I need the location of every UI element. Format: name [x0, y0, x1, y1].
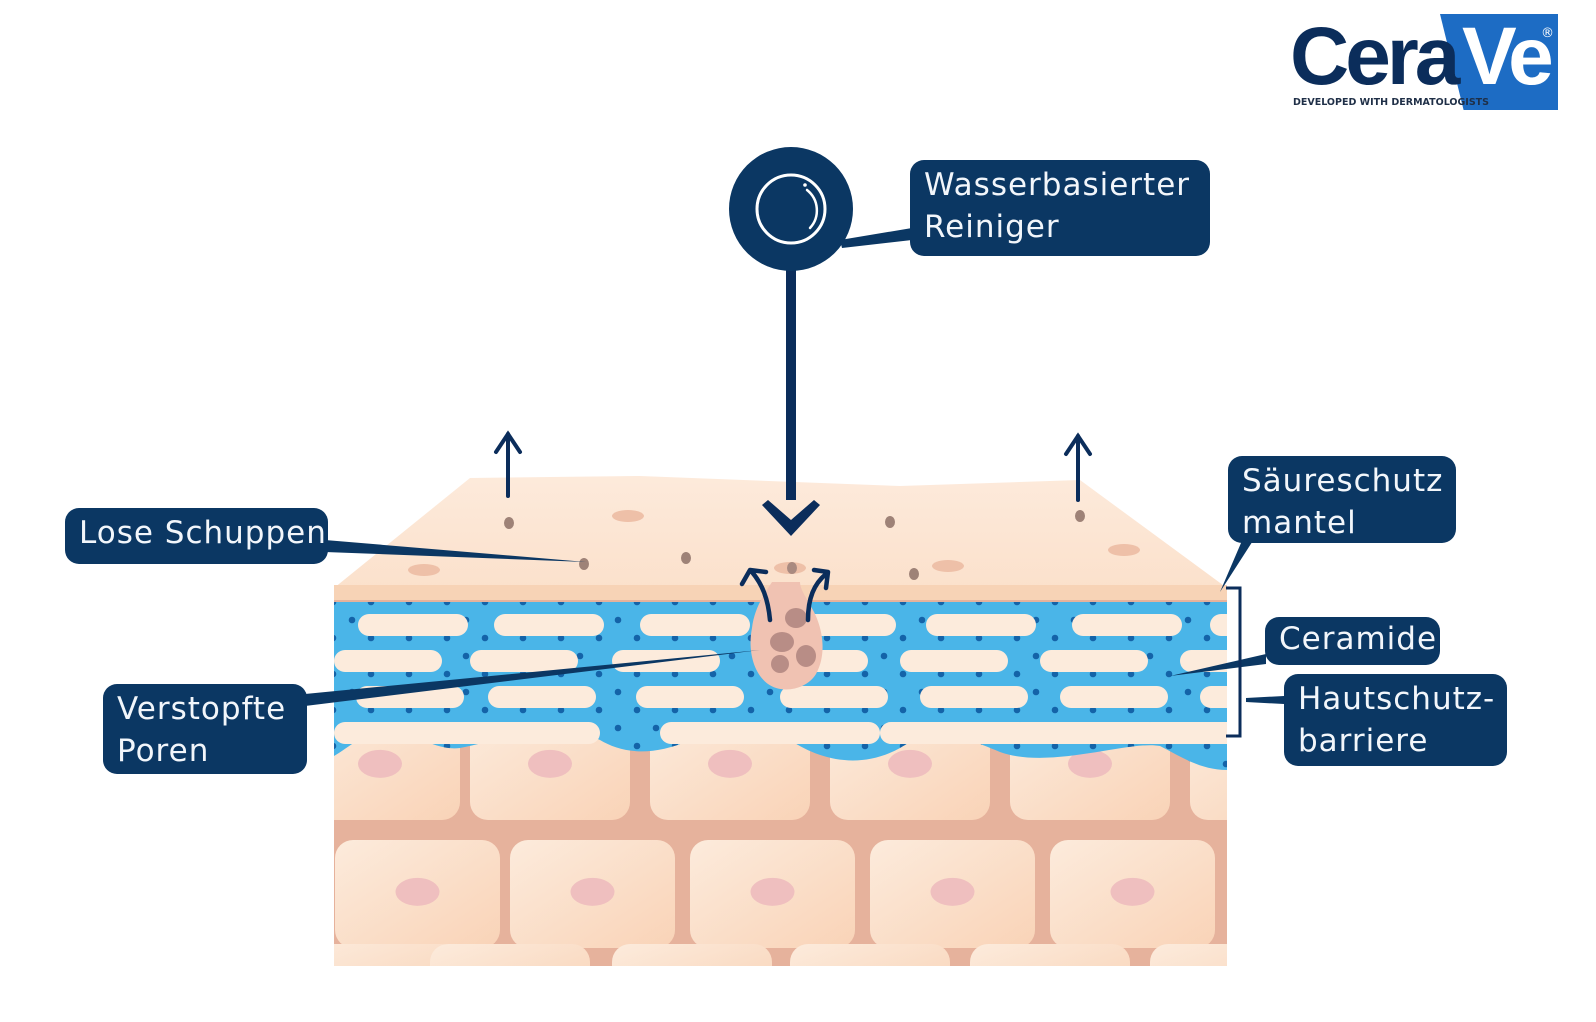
cell-nucleus: [528, 749, 572, 778]
label-clogged-pores: Verstopfte Poren: [103, 684, 307, 774]
label-skin-barrier: Hautschutz- barriere: [1284, 674, 1507, 766]
cell-nucleus: [888, 749, 932, 778]
skin-flake: [579, 558, 589, 570]
logo-tagline: DEVELOPED WITH DERMATOLOGISTS: [1293, 97, 1490, 108]
lipid-bar: [488, 686, 596, 708]
cell-nucleus: [395, 877, 440, 906]
lipid-bar: [450, 722, 600, 744]
lipid-bar: [494, 614, 604, 636]
pore-release-arrows: [739, 567, 831, 623]
skin-cell: [790, 944, 950, 966]
logo-text-cera: Cera: [1290, 11, 1460, 102]
lipid-bar: [470, 650, 578, 672]
surface-pore: [1108, 544, 1140, 556]
lipid-bar: [920, 686, 1028, 708]
label-cleanser-line1: Wasserbasierter: [924, 167, 1191, 203]
cell-nucleus: [1291, 878, 1335, 906]
lipid-bar: [926, 614, 1036, 636]
lipid-bar: [1010, 722, 1160, 744]
label-clogged-pores-line1: Verstopfte: [117, 691, 287, 727]
lipid-bar: [1140, 722, 1227, 744]
cell-nucleus: [708, 749, 752, 778]
label-loose-flakes-text: Lose Schuppen: [79, 515, 327, 551]
cell-nucleus: [750, 877, 795, 906]
label-acid-mantle-line1: Säureschutz: [1242, 463, 1444, 499]
label-skin-barrier-line2: barriere: [1298, 723, 1429, 759]
lipid-bar: [880, 722, 1030, 744]
lipid-bar: [1210, 614, 1227, 636]
logo-text-ve: Ve: [1462, 11, 1554, 102]
lipid-bar: [358, 614, 468, 636]
skin-cell: [970, 944, 1130, 966]
lipid-bar: [730, 722, 880, 744]
label-acid-mantle-line2: mantel: [1242, 505, 1357, 541]
skin-flake: [504, 517, 514, 529]
label-skin-barrier-line1: Hautschutz-: [1298, 681, 1496, 717]
lipid-bar: [1060, 686, 1168, 708]
brand-logo: Cera Ve ® DEVELOPED WITH DERMATOLOGISTS: [1290, 12, 1590, 112]
lipid-bar: [1040, 650, 1148, 672]
lipid-bar: [1200, 686, 1227, 708]
skin-cell: [1230, 840, 1395, 948]
leader-lines: [305, 228, 1284, 706]
skin-flake: [1075, 510, 1085, 522]
skin-flake: [909, 568, 919, 580]
surface-pore: [408, 564, 440, 576]
cell-nucleus: [1068, 749, 1112, 778]
cell-nucleus: [358, 749, 402, 778]
registered-mark: ®: [1541, 26, 1554, 41]
cell-nucleus: [930, 877, 975, 906]
skin-flake: [885, 516, 895, 528]
lipid-bar: [334, 650, 442, 672]
label-acid-mantle: Säureschutz mantel: [1228, 456, 1456, 543]
cell-nucleus: [1110, 877, 1155, 906]
skin-cell: [430, 944, 590, 966]
skin-flake: [681, 552, 691, 564]
skin-cell: [1150, 944, 1227, 966]
skin-cell: [334, 944, 460, 966]
lipid-bar: [636, 686, 744, 708]
label-cleanser: Wasserbasierter Reiniger: [910, 160, 1210, 256]
surface-pore: [932, 560, 964, 572]
skin-cell: [612, 944, 772, 966]
lipid-bar: [1072, 614, 1182, 636]
lipid-bar: [780, 686, 888, 708]
arrow-up-icon: [1064, 432, 1092, 502]
label-cleanser-line2: Reiniger: [924, 209, 1060, 245]
cell-nucleus: [570, 877, 615, 906]
water-droplet-circle-icon: [729, 147, 853, 271]
label-clogged-pores-line2: Poren: [117, 733, 210, 769]
label-loose-flakes: Lose Schuppen: [65, 508, 328, 564]
lipid-bar: [900, 650, 1008, 672]
label-ceramides: Ceramide: [1265, 617, 1440, 665]
arrow-up-icon: [494, 430, 522, 498]
arrow-down-icon: [762, 270, 820, 536]
lipid-bar: [640, 614, 750, 636]
label-ceramides-text: Ceramide: [1279, 621, 1438, 657]
barrier-bracket: [1226, 586, 1242, 738]
surface-pore: [612, 510, 644, 522]
lipid-bar: [334, 722, 484, 744]
